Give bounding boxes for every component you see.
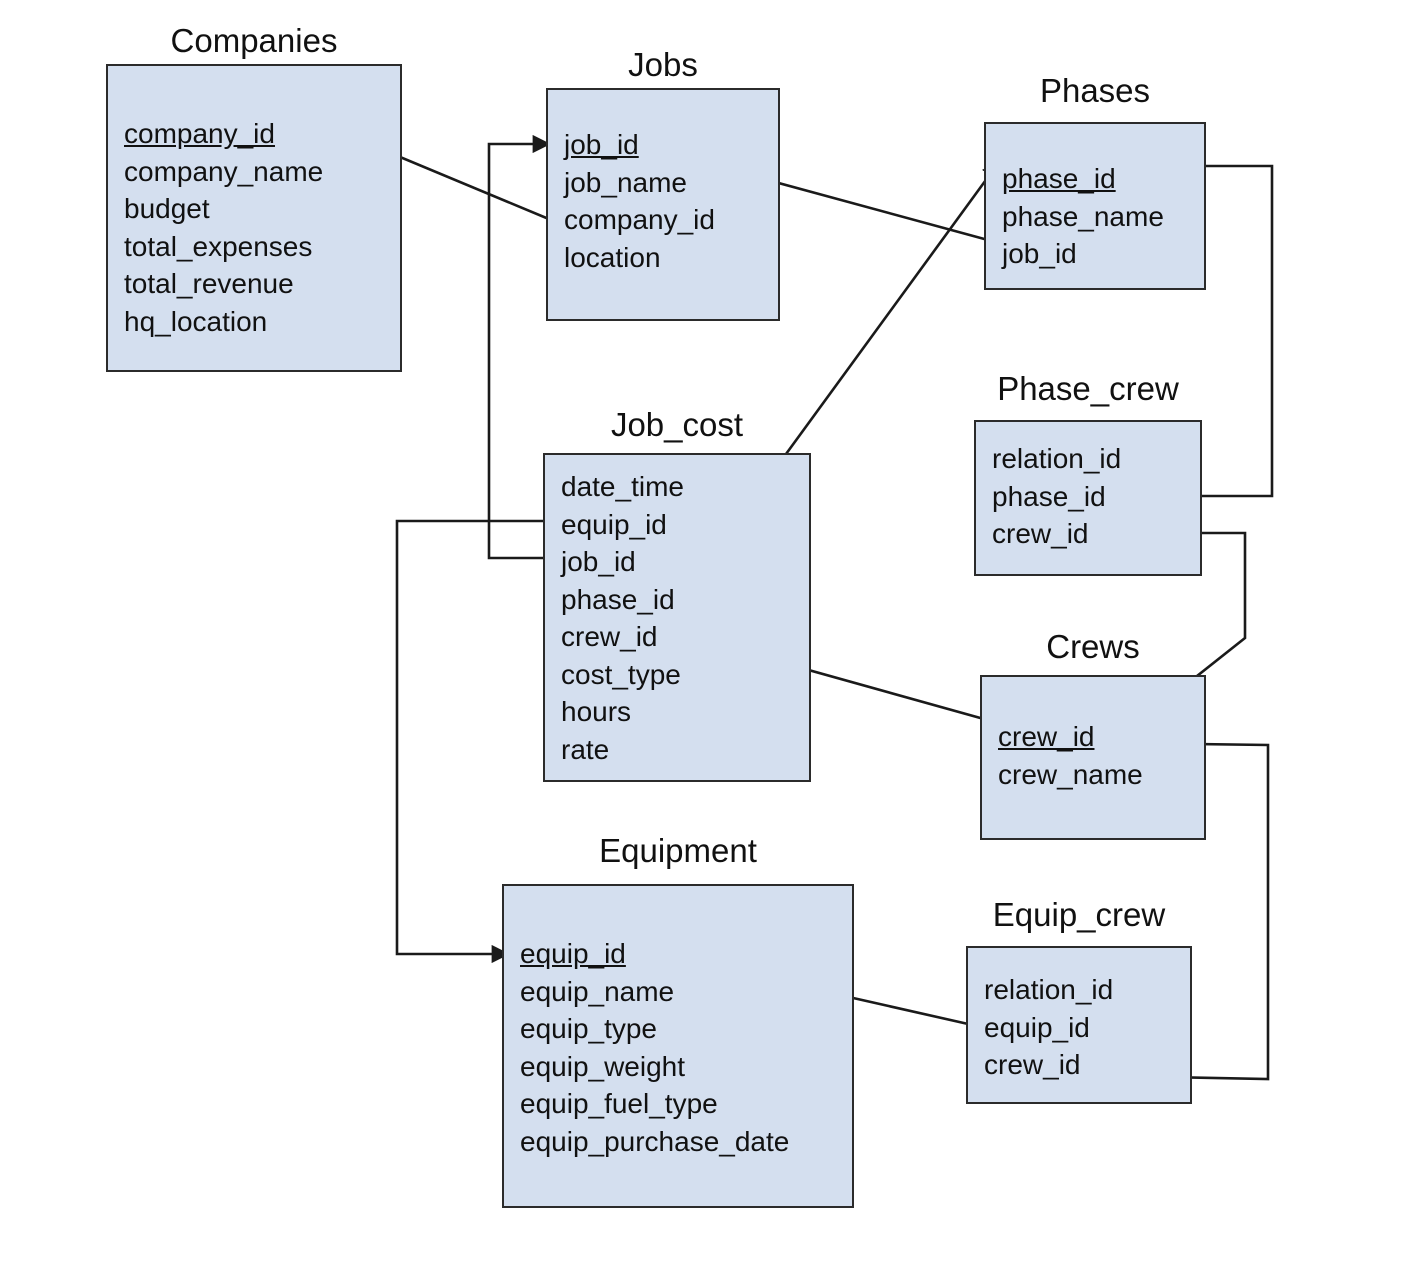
- attribute-phase-id-fk[interactable]: phase_id: [992, 480, 1106, 512]
- attribute-job-id[interactable]: job_id: [564, 129, 639, 160]
- attribute-budget[interactable]: budget: [124, 193, 210, 224]
- attribute-list-equipment: equip_id equip_name equip_type equip_wei…: [520, 935, 789, 1160]
- attribute-date-time[interactable]: date_time: [561, 471, 684, 502]
- attribute-job-id-fk[interactable]: job_id: [1002, 238, 1077, 269]
- attribute-relation-id[interactable]: relation_id: [984, 974, 1114, 1005]
- attribute-crew-id-fk[interactable]: crew_id: [561, 621, 658, 652]
- attribute-phase-id[interactable]: phase_id: [1002, 163, 1116, 194]
- attribute-list-companies: company_id company_name budget total_exp…: [124, 115, 323, 340]
- attribute-list-equip-crew: relation_id equip_id crew_id: [984, 971, 1113, 1084]
- attribute-crew-name[interactable]: crew_name: [998, 758, 1143, 790]
- attribute-cost-type[interactable]: cost_type: [561, 658, 681, 690]
- entity-title-phases: Phases: [1039, 72, 1151, 109]
- attribute-list-crews: crew_id crew_name: [998, 718, 1143, 793]
- attribute-hours[interactable]: hours: [561, 696, 632, 727]
- attribute-list-job-cost: date_time equip_id job_id phase_id crew_…: [561, 468, 684, 768]
- entity-title-phase-crew: Phase_crew: [997, 370, 1179, 407]
- attribute-equip-type[interactable]: equip_type: [520, 1013, 658, 1044]
- attribute-equip-fuel-type[interactable]: equip_fuel_type: [520, 1088, 718, 1119]
- attribute-total-expenses[interactable]: total_expenses: [124, 230, 313, 262]
- attribute-equip-id-fk[interactable]: equip_id: [984, 1011, 1090, 1043]
- attribute-equip-id[interactable]: equip_id: [520, 938, 626, 969]
- attribute-company-id-fk[interactable]: company_id: [564, 204, 715, 235]
- attribute-equip-purchase-date[interactable]: equip_purchase_date: [520, 1125, 790, 1157]
- attribute-job-name[interactable]: job_name: [564, 166, 687, 198]
- attribute-equip-weight[interactable]: equip_weight: [520, 1050, 686, 1082]
- attribute-crew-id-fk[interactable]: crew_id: [992, 518, 1089, 549]
- edge-jobcost-job-id-to-jobs: [487, 134, 551, 560]
- attribute-rate[interactable]: rate: [561, 733, 610, 765]
- attribute-location[interactable]: location: [564, 241, 661, 273]
- attribute-equip-id-fk[interactable]: equip_id: [561, 508, 667, 540]
- attribute-company-name[interactable]: company_name: [124, 155, 324, 187]
- attribute-crew-id-fk[interactable]: crew_id: [984, 1049, 1081, 1080]
- attribute-total-revenue[interactable]: total_revenue: [124, 268, 294, 299]
- attribute-company-id[interactable]: company_id: [124, 118, 275, 149]
- attribute-job-id-fk[interactable]: job_id: [561, 546, 636, 577]
- attribute-list-phase-crew: relation_id phase_id crew_id: [992, 440, 1121, 553]
- attribute-phase-name[interactable]: phase_name: [1002, 200, 1164, 232]
- entity-box-equipment: [502, 884, 854, 1208]
- attribute-hq-location[interactable]: hq_location: [124, 305, 268, 337]
- entity-title-companies: Companies: [170, 22, 338, 59]
- attribute-list-jobs: job_id job_name company_id location: [564, 126, 715, 276]
- entity-title-equipment: Equipment: [599, 832, 757, 869]
- entity-title-crews: Crews: [1046, 628, 1140, 665]
- attribute-list-phases: phase_id phase_name job_id: [1002, 160, 1164, 273]
- attribute-phase-id-fk[interactable]: phase_id: [561, 583, 675, 615]
- attribute-crew-id[interactable]: crew_id: [998, 721, 1095, 752]
- entity-title-job-cost: Job_cost: [610, 406, 744, 443]
- entity-title-jobs: Jobs: [628, 46, 698, 83]
- attribute-equip-name[interactable]: equip_name: [520, 975, 675, 1007]
- entity-title-equip-crew: Equip_crew: [992, 896, 1166, 933]
- attribute-relation-id[interactable]: relation_id: [992, 443, 1122, 474]
